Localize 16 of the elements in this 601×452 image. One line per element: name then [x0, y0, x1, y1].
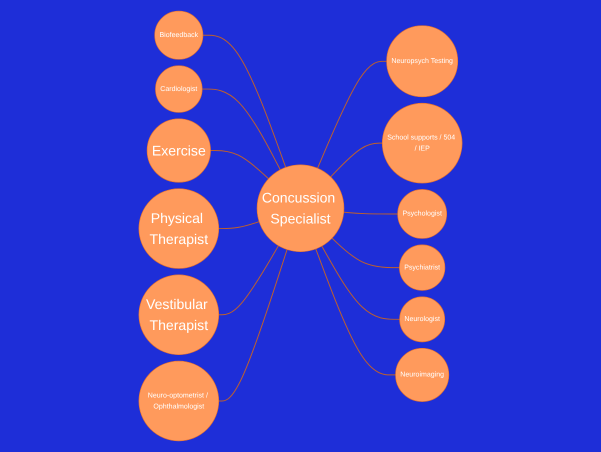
connector — [202, 88, 281, 170]
connector — [332, 238, 400, 268]
connector — [218, 249, 288, 402]
node-circle: Exercise — [146, 118, 211, 183]
connector — [343, 212, 398, 214]
connector — [330, 142, 383, 178]
connector — [218, 245, 279, 316]
connector — [202, 34, 286, 168]
node-circle: Concussion Specialist — [256, 164, 344, 252]
connector — [321, 246, 400, 320]
connector — [210, 150, 270, 180]
connector — [317, 60, 388, 169]
node-circle: Physical Therapist — [138, 188, 220, 269]
node-circle: Vestibular Therapist — [138, 274, 220, 355]
connector — [315, 248, 396, 376]
connector — [218, 221, 260, 230]
